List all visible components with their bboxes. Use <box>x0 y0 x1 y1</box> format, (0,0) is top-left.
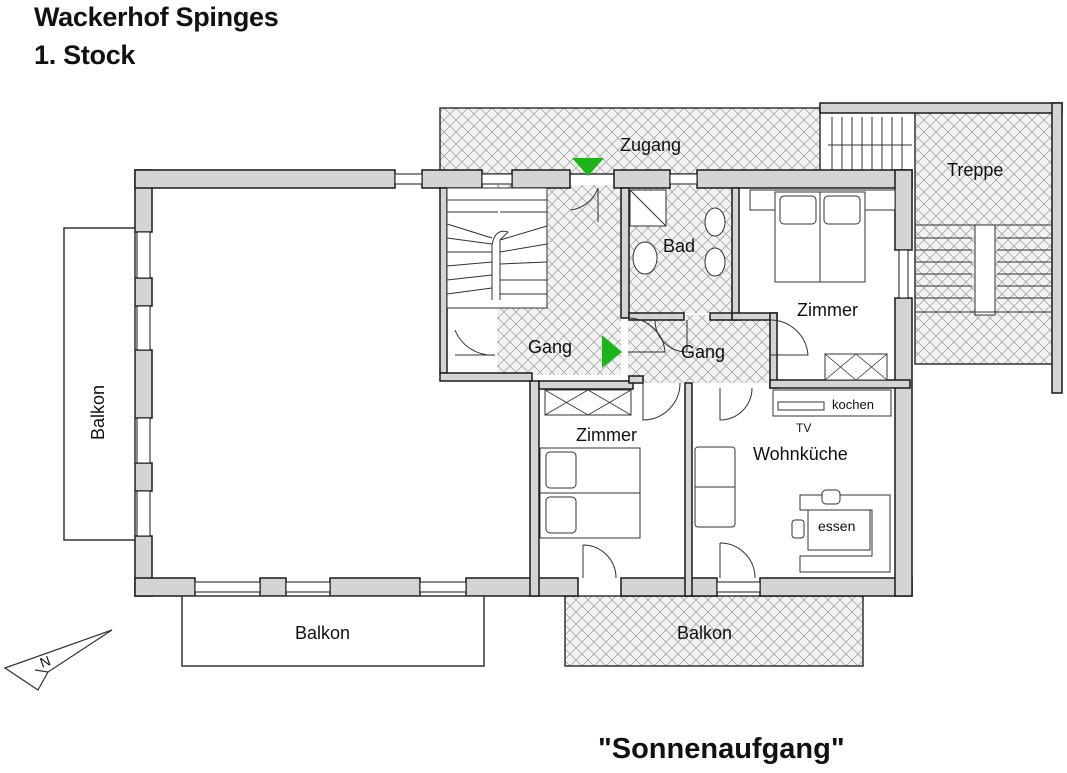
room-labels: Zugang Treppe Bad Zimmer Gang Gang Zimme… <box>88 135 1003 643</box>
label-balkon-south-right: Balkon <box>677 623 732 643</box>
wardrobe-zimmer-east <box>824 353 888 381</box>
label-gang-left: Gang <box>528 337 572 357</box>
label-zimmer-south: Zimmer <box>576 425 637 445</box>
tv-unit <box>777 401 825 411</box>
apartment-name: "Sonnenaufgang" <box>598 733 845 765</box>
entrance-marker-north <box>572 158 604 176</box>
label-treppe: Treppe <box>947 160 1003 180</box>
floor-label: 1. Stock <box>34 40 136 70</box>
wardrobe-zimmer-south <box>544 389 632 416</box>
bed-zimmer-east <box>749 189 896 283</box>
external-staircase <box>819 102 1063 394</box>
label-bad: Bad <box>663 236 695 256</box>
balkon-south-left-area <box>181 595 485 667</box>
chair <box>821 489 841 505</box>
bathroom-fixtures <box>629 189 726 277</box>
label-balkon-south-left: Balkon <box>295 623 350 643</box>
label-wohnkueche: Wohnküche <box>753 444 848 464</box>
label-balkon-west: Balkon <box>88 385 108 440</box>
label-gang-right: Gang <box>681 342 725 362</box>
chair-2 <box>791 519 805 539</box>
windows <box>136 173 909 593</box>
doors <box>454 187 809 579</box>
dining-table <box>807 509 871 551</box>
label-zugang: Zugang <box>620 135 681 155</box>
internal-staircase <box>446 187 548 309</box>
plan-title: Wackerhof Spinges <box>34 2 279 32</box>
bed-zimmer-south <box>539 447 641 539</box>
balkon-west-area <box>63 227 136 541</box>
balkon-south-right-area <box>564 595 864 667</box>
label-zimmer-east: Zimmer <box>797 300 858 320</box>
label-tv: TV <box>796 421 811 435</box>
wardrobe-cross-south <box>544 389 632 416</box>
north-arrow <box>3 629 113 691</box>
label-essen: essen <box>818 518 855 534</box>
label-kochen: kochen <box>832 397 874 412</box>
entrance-marker-gang <box>602 335 622 368</box>
wardrobe-cross-east <box>824 353 888 381</box>
